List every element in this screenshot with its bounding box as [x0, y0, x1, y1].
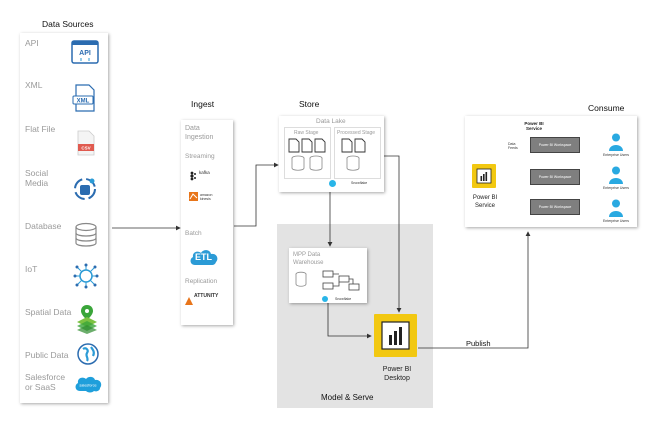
snowflake-icon	[329, 180, 336, 187]
data-feeds-label: Data Feeds	[508, 142, 518, 150]
enterprise-user-icon-1	[608, 133, 624, 151]
enterprise-user-icon-2	[608, 166, 624, 184]
ingest-heading: Ingest	[191, 99, 215, 109]
xml-file-icon: XML	[72, 84, 98, 112]
spatial-layers-icon	[74, 304, 100, 334]
source-flat-file-label: Flat File	[25, 124, 56, 134]
raw-stage-box: Raw Stage	[284, 127, 331, 179]
enterprise-users-label-2: Enterprise Users	[602, 186, 630, 190]
social-media-icon	[72, 176, 98, 202]
publish-label: Publish	[466, 339, 491, 348]
mpp-warehouse-panel: MPP Data Warehouse Snowflake	[289, 248, 367, 303]
data-ingestion-title: Data Ingestion	[185, 125, 214, 141]
powerbi-service-panel: Power BI Service Power BI Service Data F…	[465, 116, 637, 227]
replication-label: Replication	[185, 278, 218, 285]
ingest-panel: Data Ingestion Streaming kafka amazon ki…	[181, 120, 233, 325]
kafka-text: kafka	[199, 170, 210, 175]
enterprise-user-icon-3	[608, 199, 624, 217]
powerbi-service-label: Power BI Service	[472, 195, 498, 209]
salesforce-icon: salesforce	[73, 374, 103, 394]
source-salesforce-label: Salesforce or SaaS	[25, 372, 66, 392]
source-social-media-label: Social Media	[25, 168, 49, 188]
data-sources-panel: API XML Flat File Social Media Database …	[20, 33, 108, 403]
source-xml-label: XML	[25, 80, 43, 90]
streaming-label: Streaming	[185, 153, 215, 160]
xml-icon-text: XML	[77, 99, 90, 105]
mpp-title: MPP Data Warehouse	[293, 252, 324, 266]
database-icon	[74, 222, 98, 248]
workspace-3: Power BI Workspace	[530, 199, 580, 215]
etl-icon: ETL	[189, 247, 219, 267]
service-panel-title: Power BI Service	[524, 121, 544, 131]
aws-kinesis-text: amazon kinesis	[200, 193, 213, 201]
powerbi-desktop-label: Power BI Desktop	[382, 366, 412, 382]
batch-label: Batch	[185, 230, 202, 237]
mpp-vendor-label: Snowflake	[335, 297, 352, 301]
api-icon-text: API	[79, 50, 91, 57]
raw-files-icon	[288, 138, 326, 171]
enterprise-users-label-3: Enterprise Users	[602, 219, 630, 223]
lake-vendor-label: Snowflake	[351, 181, 368, 185]
warehouse-schema-icon	[295, 270, 360, 291]
processed-files-icon	[341, 138, 366, 171]
api-icon: API	[71, 40, 99, 64]
source-iot-label: IoT	[25, 264, 38, 274]
source-spatial-data-label: Spatial Data	[25, 307, 72, 317]
kafka-logo: kafka	[189, 168, 219, 181]
globe-icon	[77, 343, 99, 365]
attunity-text: ATTUNITY	[194, 293, 219, 299]
model-serve-heading: Model & Serve	[321, 393, 374, 402]
workspace-2: Power BI Workspace	[530, 169, 580, 185]
enterprise-users-label-1: Enterprise Users	[602, 153, 630, 157]
data-lake-panel: Data Lake Raw Stage Processed Stage Snow…	[279, 116, 384, 192]
iot-icon	[72, 263, 100, 289]
processed-stage-box: Processed Stage	[334, 127, 381, 179]
salesforce-icon-text: salesforce	[79, 384, 96, 388]
source-api-label: API	[25, 38, 39, 48]
consume-heading: Consume	[588, 103, 625, 113]
mpp-snowflake-icon	[322, 296, 328, 302]
workspace-1: Power BI Workspace	[530, 137, 580, 153]
aws-kinesis-logo: amazon kinesis	[189, 192, 223, 206]
source-database-label: Database	[25, 221, 62, 231]
powerbi-service-icon	[472, 164, 496, 188]
data-lake-title: Data Lake	[316, 118, 346, 125]
source-public-data-label: Public Data	[25, 350, 69, 360]
etl-text: ETL	[195, 252, 212, 262]
processed-stage-label: Processed Stage	[337, 130, 376, 136]
powerbi-desktop-icon	[374, 314, 417, 357]
attunity-logo: ATTUNITY	[185, 292, 229, 305]
data-sources-heading: Data Sources	[42, 19, 94, 29]
raw-stage-label: Raw Stage	[294, 130, 319, 136]
csv-file-icon: CSV	[75, 130, 97, 156]
store-heading: Store	[299, 99, 320, 109]
csv-icon-text: CSV	[81, 146, 90, 151]
